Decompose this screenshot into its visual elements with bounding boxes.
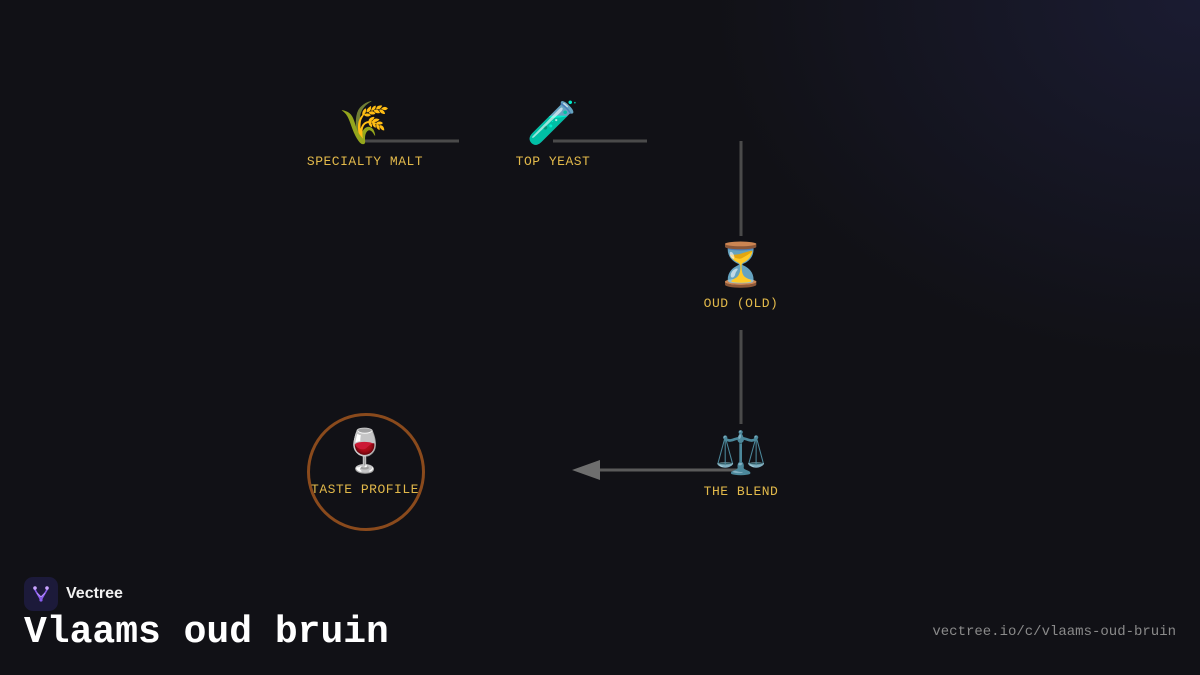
balance-scale-icon: ⚖️ <box>714 428 768 477</box>
brand[interactable]: Vectree <box>24 577 123 611</box>
wine-glass-icon: 🍷 <box>338 426 392 475</box>
vectree-logo-icon <box>24 577 58 611</box>
edge-blend-to-taste-arrowhead <box>572 460 600 480</box>
hourglass-icon: ⏳ <box>714 240 768 289</box>
taste-profile-highlight-ring <box>307 413 425 531</box>
node-taste-profile[interactable]: 🍷 TASTE PROFILE <box>285 426 445 497</box>
page-title: Vlaams oud bruin <box>24 611 389 654</box>
brand-name: Vectree <box>66 585 123 602</box>
page-url[interactable]: vectree.io/c/vlaams-oud-bruin <box>932 624 1176 640</box>
node-label-oud: OUD (OLD) <box>703 296 779 311</box>
node-the-blend[interactable]: ⚖️ THE BLEND <box>661 428 821 499</box>
node-label-top-yeast: TOP YEAST <box>515 154 591 169</box>
test-tube-icon: 🧪 <box>526 98 580 147</box>
wheat-icon: 🌾 <box>338 98 392 147</box>
node-label-specialty-malt: SPECIALTY MALT <box>306 154 424 169</box>
node-label-the-blend: THE BLEND <box>703 484 779 499</box>
node-oud[interactable]: ⏳ OUD (OLD) <box>661 240 821 311</box>
node-top-yeast[interactable]: 🧪 TOP YEAST <box>473 98 633 169</box>
node-specialty-malt[interactable]: 🌾 SPECIALTY MALT <box>285 98 445 169</box>
node-label-taste-profile: TASTE PROFILE <box>311 482 419 497</box>
